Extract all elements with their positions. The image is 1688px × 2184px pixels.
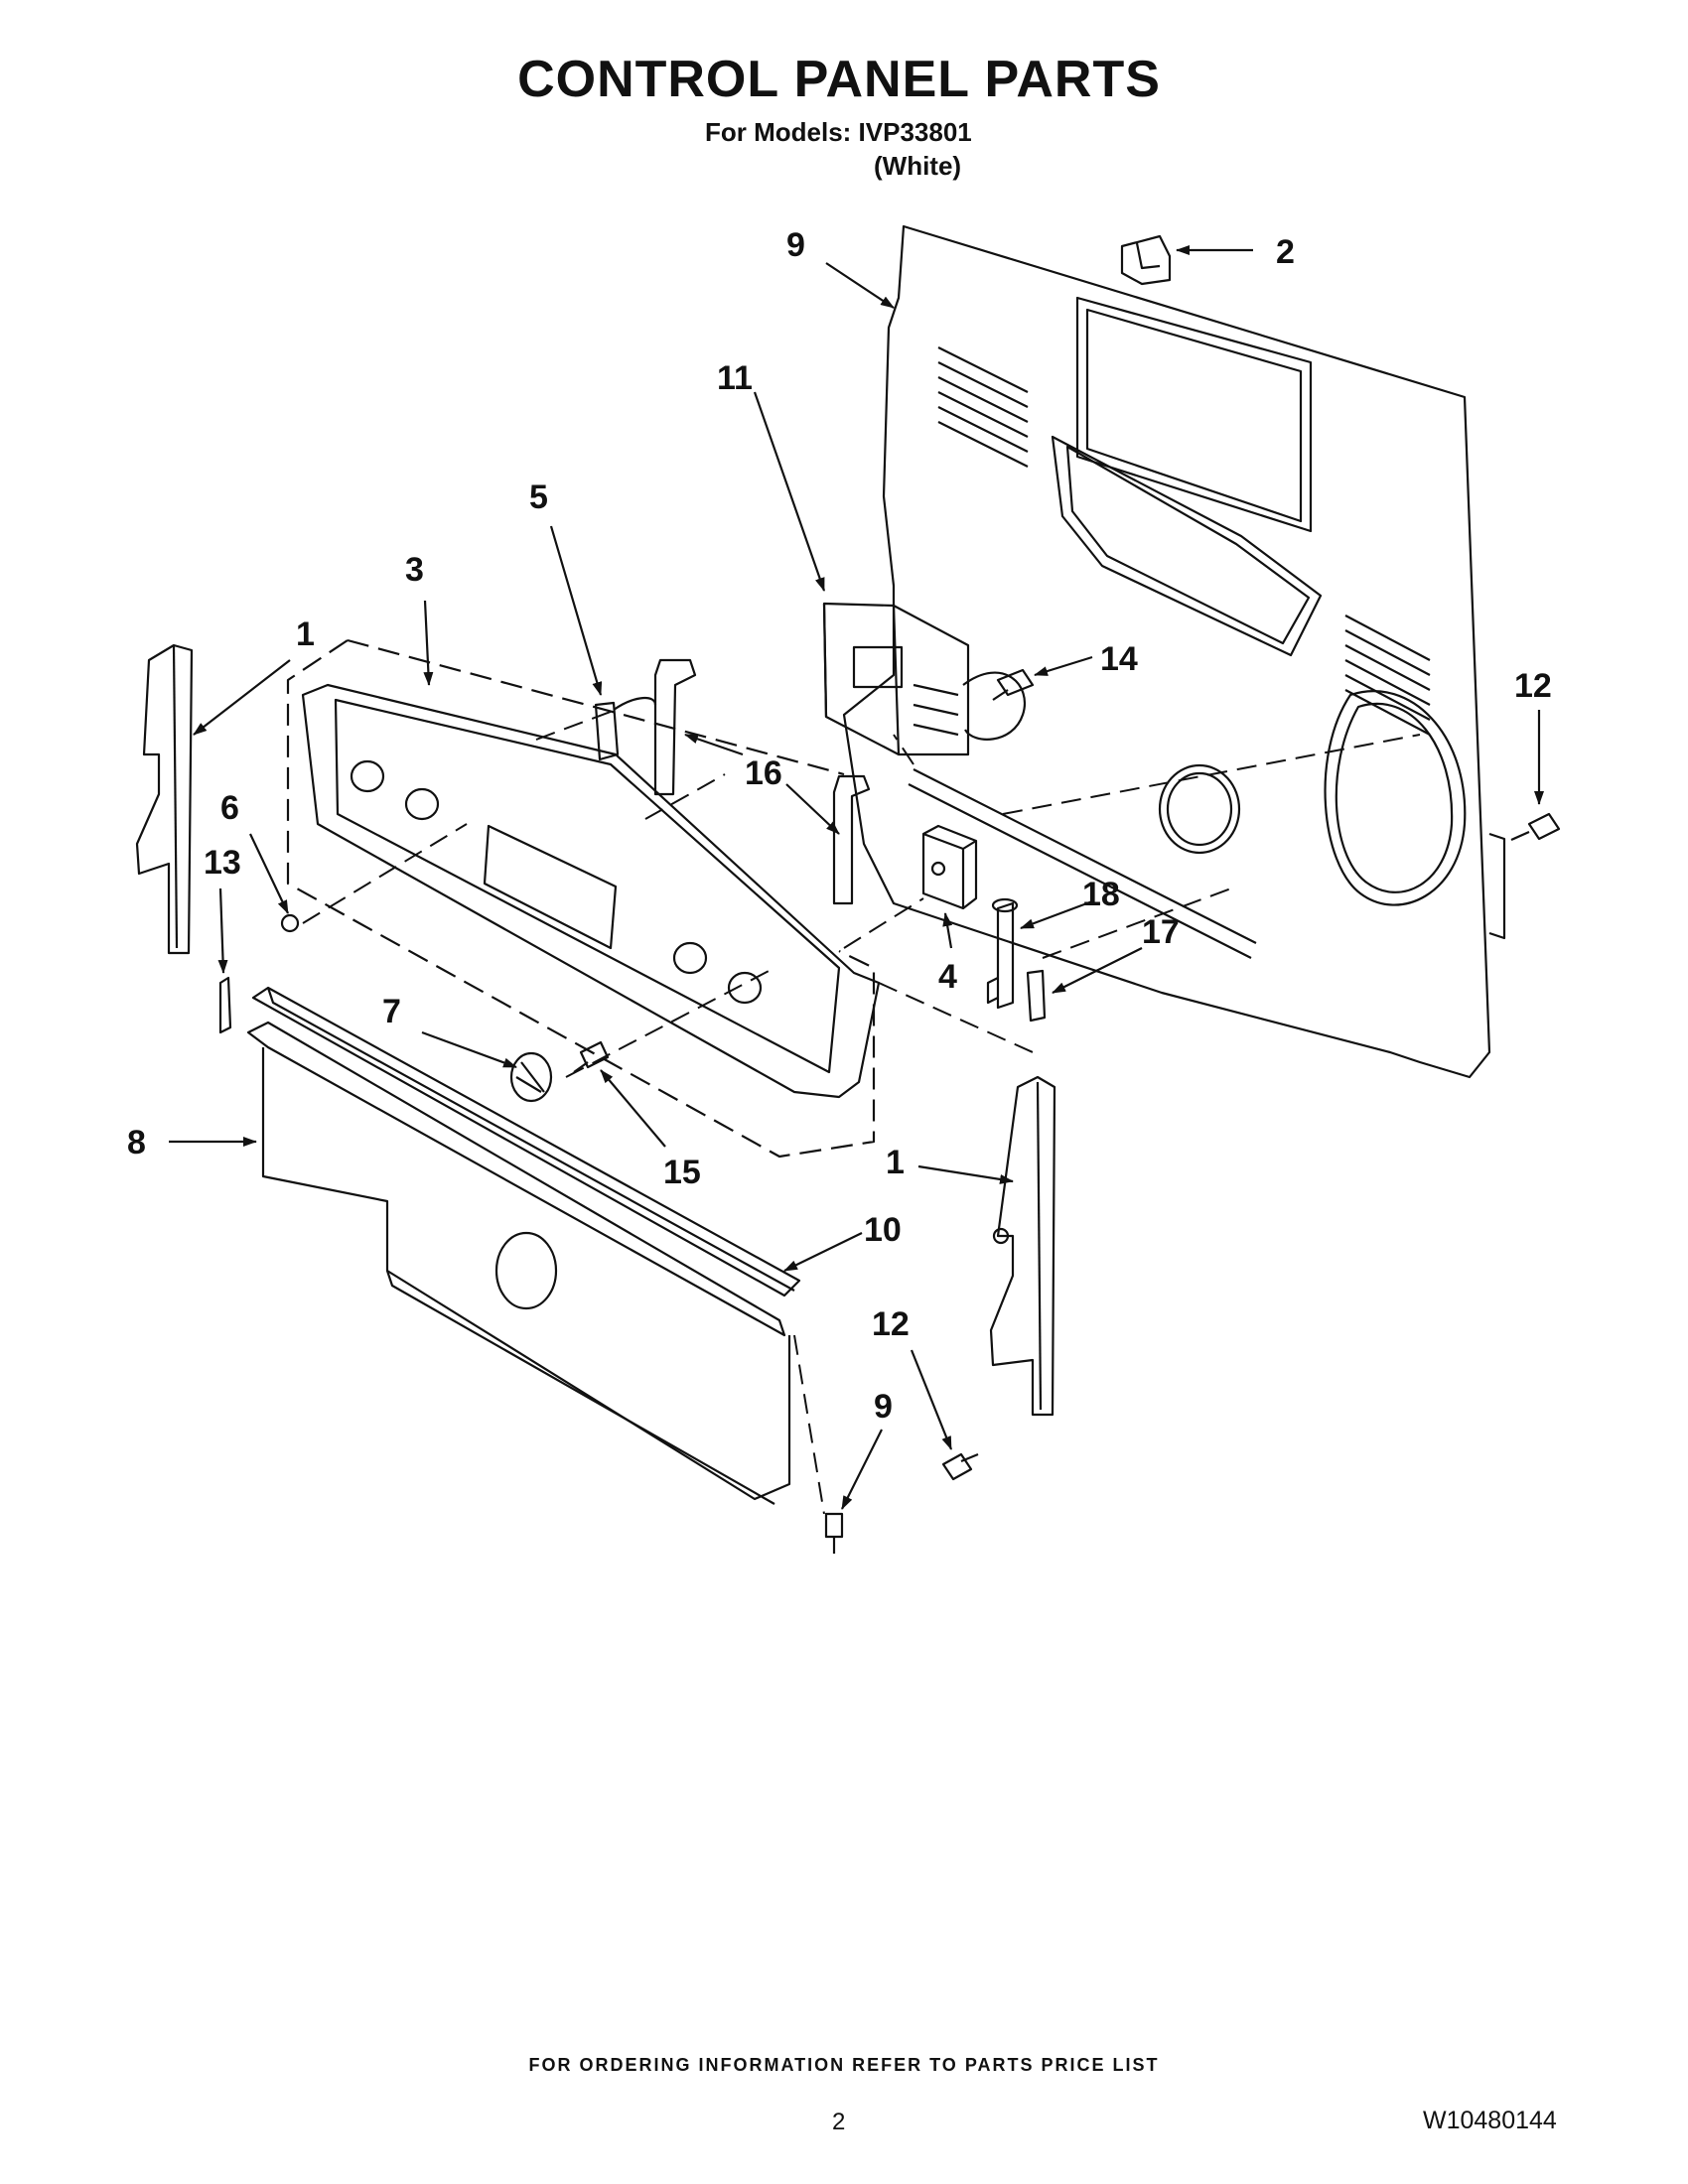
screw-part-14 [992,668,1035,701]
callout-4: 4 [938,958,957,996]
switch-part-5 [594,697,657,761]
callout-9-upper: 9 [786,226,805,264]
callout-1-right: 1 [886,1144,905,1181]
plug-part-17 [1026,969,1047,1023]
assembly-lines [302,709,1421,1515]
callout-3: 3 [405,551,424,589]
callout-1-left: 1 [296,615,315,653]
page-number: 2 [832,2109,846,2135]
screw-part-9-lower [824,1512,844,1554]
callout-11: 11 [717,359,753,397]
screw-part-12-lower [941,1452,979,1481]
color-line: (White) [874,151,962,181]
document-number: W10480144 [1423,2107,1557,2134]
callout-15: 15 [663,1154,701,1191]
ordering-footer-note: FOR ORDERING INFORMATION REFER TO PARTS … [528,2055,1160,2075]
callout-7: 7 [382,993,401,1030]
page-title: CONTROL PANEL PARTS [517,51,1161,108]
models-line: For Models: IVP33801 [705,117,972,147]
end-cap-part-left [135,643,194,955]
callout-12-lower: 12 [872,1305,910,1343]
spring-part-13 [218,976,232,1034]
screw-part-12-upper [1510,812,1561,842]
console-part [301,683,881,1099]
console-assembly-outline [286,638,876,1159]
clip-part [1120,234,1172,286]
callout-9-lower: 9 [874,1388,893,1426]
sensor-part-18 [986,897,1019,1010]
trim-part-16 [653,658,871,905]
callout-17: 17 [1142,913,1180,951]
callout-10: 10 [864,1211,902,1249]
knob-part-7 [509,1051,553,1103]
callout-6: 6 [220,789,239,827]
callout-labels: 9 2 11 5 3 1 14 12 16 6 13 18 4 17 7 8 1… [127,226,1552,1426]
screw-part-15 [573,1040,610,1073]
end-cap-part-right [989,1075,1056,1417]
rear-panel-part [842,224,1506,1079]
callout-2: 2 [1276,233,1295,271]
screw-part-6 [280,913,300,933]
callout-16: 16 [745,754,782,792]
callout-18: 18 [1082,876,1120,913]
callout-arrows [169,245,1544,1510]
callout-12-upper: 12 [1514,667,1552,705]
control-board-part [822,602,1026,756]
switch-box-part-4 [921,824,978,910]
callout-5: 5 [529,478,548,516]
manifold-panel-part [246,986,801,1505]
callout-13: 13 [204,844,241,882]
callout-14: 14 [1100,640,1138,678]
callout-8: 8 [127,1124,146,1161]
